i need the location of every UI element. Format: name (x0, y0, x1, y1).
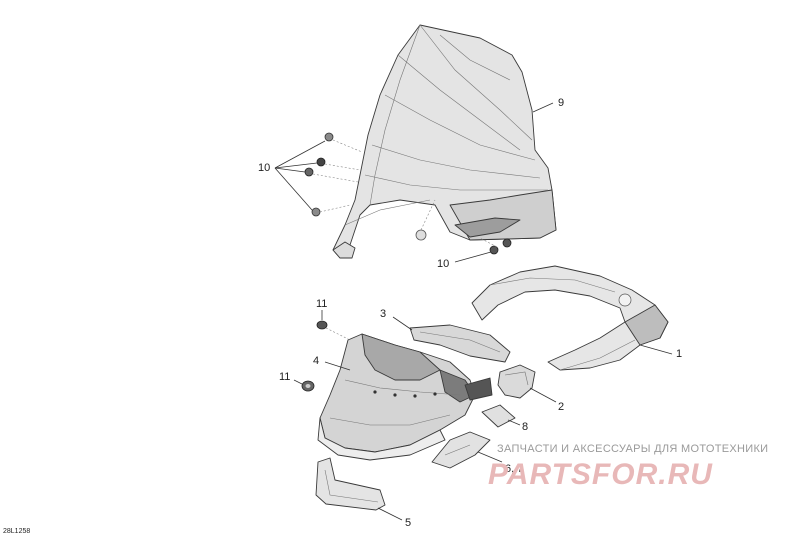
leader-6-7 (477, 451, 503, 463)
leader-10-upper (274, 140, 326, 211)
leader-3 (392, 316, 413, 331)
callout-5: 5 (405, 517, 411, 529)
leader-5 (377, 507, 403, 521)
screws-part-10[interactable] (304, 132, 512, 255)
grommet-part-11-upper[interactable] (316, 320, 351, 341)
leader-9 (532, 102, 554, 113)
callout-8: 8 (522, 421, 528, 433)
grommet-part-11-lower[interactable] (301, 380, 315, 392)
leader-8 (507, 419, 521, 426)
callout-10-lower: 10 (437, 258, 449, 270)
callout-6-7: 6, 7 (505, 463, 523, 475)
reference-code: 28L1258 (3, 528, 30, 535)
watermark-tagline: ЗАПЧАСТИ И АКСЕССУАРЫ ДЛЯ МОТОТЕХНИКИ (497, 443, 768, 455)
top-panel-part-1[interactable] (471, 265, 669, 371)
windshield-part-9[interactable] (332, 24, 557, 259)
callout-11-lower: 11 (279, 371, 290, 383)
pad-part-6-7[interactable] (431, 431, 491, 469)
leader-10-lower (454, 251, 492, 263)
leader-4 (324, 361, 351, 371)
callout-1: 1 (676, 348, 682, 360)
panel-part-3[interactable] (409, 324, 511, 363)
callout-2: 2 (558, 401, 564, 413)
callout-10-upper: 10 (258, 162, 270, 174)
lower-panel-part-5[interactable] (315, 457, 386, 511)
watermark-brand: PARTSFOR.RU (488, 458, 713, 491)
bracket-part-2[interactable] (497, 364, 536, 399)
callout-9: 9 (558, 97, 564, 109)
leader-11-lower (293, 379, 303, 385)
callout-11-upper: 11 (316, 298, 327, 310)
leader-2 (529, 387, 557, 403)
callout-4: 4 (313, 355, 319, 367)
callout-3: 3 (380, 308, 386, 320)
front-nose-part-4[interactable] (317, 333, 493, 461)
leader-1 (639, 344, 673, 355)
pad-part-8[interactable] (481, 404, 516, 428)
